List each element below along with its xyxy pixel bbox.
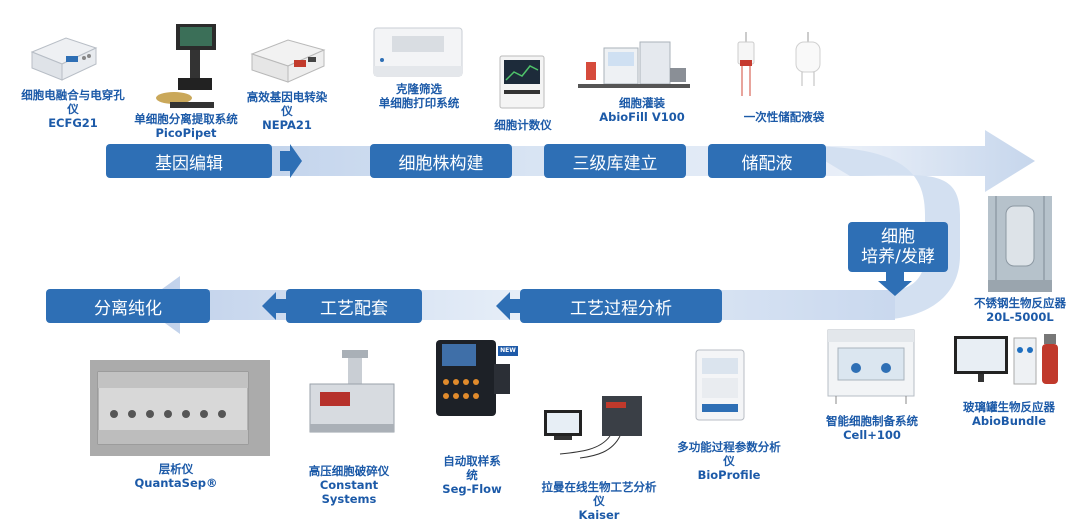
step-cell-line: 细胞株构建 <box>370 144 512 178</box>
bioprofile-caption-line1: 多功能过程参数分析 <box>677 440 781 454</box>
picopipet-caption-line1: 单细胞分离提取系统 <box>134 112 238 126</box>
cell-counter-device-image <box>499 55 545 109</box>
constant-systems-caption-line3: Systems <box>321 492 377 506</box>
step-culture: 细胞 培养/发酵 <box>848 222 948 272</box>
nepa21-caption: 高效基因电转染 仪 NEPA21 <box>236 90 338 132</box>
quantasep-caption-line1: 层析仪 <box>158 462 194 476</box>
storage-bag-caption-line1: 一次性储配液袋 <box>743 110 825 124</box>
bioprofile-caption: 多功能过程参数分析 仪 BioProfile <box>662 440 796 482</box>
cell-counter-caption-line1: 细胞计数仪 <box>494 118 552 132</box>
clone-printer-caption-line1: 克隆筛选 <box>396 82 442 96</box>
nepa21-caption-line2: 仪 <box>281 104 293 118</box>
segflow-caption: 自动取样系 统 Seg-Flow <box>424 454 520 496</box>
ecfg21-caption-line1: 细胞电融合与电穿孔 <box>21 88 125 102</box>
cell100-caption-line1: 智能细胞制备系统 <box>826 414 918 428</box>
cell100-caption: 智能细胞制备系统 Cell+100 <box>812 414 932 442</box>
step-purification: 分离纯化 <box>46 289 210 323</box>
constant-systems-caption-line1: 高压细胞破碎仪 <box>308 464 390 478</box>
storage-bag-caption: 一次性储配液袋 <box>732 110 836 124</box>
abiofill-caption: 细胞灌装 AbioFill V100 <box>590 96 694 124</box>
ecfg21-device-image <box>30 37 98 81</box>
kaiser-caption-line3: Kaiser <box>578 508 620 522</box>
clone-printer-caption-line2: 单细胞打印系统 <box>378 96 460 110</box>
abiofill-device-image <box>578 41 690 88</box>
steel-bioreactor-caption-line1: 不锈钢生物反应器 <box>974 296 1066 310</box>
culture-down-arrow-icon <box>878 270 912 296</box>
glass-bioreactor-image <box>954 334 1058 385</box>
cell-counter-caption: 细胞计数仪 <box>486 118 560 132</box>
step-bank: 三级库建立 <box>544 144 686 178</box>
segflow-caption-line1: 自动取样系 <box>443 454 501 468</box>
support-left-arrow-icon <box>262 292 286 320</box>
bioprofile-caption-line3: BioProfile <box>697 468 761 482</box>
bioprofile-device-image <box>695 349 745 421</box>
step-process-analysis: 工艺过程分析 <box>520 289 722 323</box>
constant-systems-device-image <box>309 350 395 433</box>
glass-bioreactor-caption-line2: AbioBundle <box>971 414 1047 428</box>
glass-bioreactor-caption: 玻璃罐生物反应器 AbioBundle <box>950 400 1068 428</box>
nepa21-device-image <box>250 39 326 83</box>
picopipet-device-image <box>156 24 216 108</box>
bioprofile-caption-line2: 仪 <box>723 454 735 468</box>
constant-systems-caption-line2: Constant <box>319 478 379 492</box>
picopipet-caption: 单细胞分离提取系统 PicoPipet <box>124 112 248 140</box>
ecfg21-caption-line3: ECFG21 <box>48 116 98 130</box>
step-media: 储配液 <box>708 144 826 178</box>
analysis-left-arrow-icon <box>496 292 520 320</box>
nepa21-caption-line1: 高效基因电转染 <box>246 90 328 104</box>
clone-printer-device-image <box>373 27 463 77</box>
quantasep-caption: 层析仪 QuantaSep® <box>126 462 226 490</box>
quantasep-device-image <box>90 360 270 456</box>
steel-bioreactor-caption-line2: 20L-5000L <box>986 310 1054 324</box>
abiofill-caption-line1: 细胞灌装 <box>619 96 665 110</box>
steel-bioreactor-caption: 不锈钢生物反应器 20L-5000L <box>962 296 1078 324</box>
kaiser-device-image <box>544 396 642 459</box>
step-gene-edit: 基因编辑 <box>106 144 272 178</box>
step-culture-line2: 培养/发酵 <box>861 247 935 267</box>
abiofill-caption-line2: AbioFill V100 <box>599 110 685 124</box>
new-badge: NEW <box>498 346 518 356</box>
constant-systems-caption: 高压细胞破碎仪 Constant Systems <box>294 464 404 506</box>
segflow-caption-line2: 统 <box>466 468 478 482</box>
step-culture-line1: 细胞 <box>881 227 915 247</box>
cell100-device-image <box>827 329 915 404</box>
kaiser-caption-line1: 拉曼在线生物工艺分析 <box>541 480 657 494</box>
step-process-support: 工艺配套 <box>286 289 422 323</box>
steel-bioreactor-image <box>988 196 1052 292</box>
gene-edit-arrow-icon <box>280 144 302 178</box>
segflow-caption-line3: Seg-Flow <box>442 482 502 496</box>
kaiser-caption: 拉曼在线生物工艺分析 仪 Kaiser <box>524 480 674 522</box>
kaiser-caption-line2: 仪 <box>593 494 605 508</box>
picopipet-caption-line2: PicoPipet <box>155 126 217 140</box>
quantasep-caption-line2: QuantaSep® <box>134 476 218 490</box>
storage-bag-image <box>737 32 821 96</box>
cell100-caption-line2: Cell+100 <box>843 428 901 442</box>
segflow-device-image <box>436 340 510 416</box>
nepa21-caption-line3: NEPA21 <box>262 118 312 132</box>
ecfg21-caption: 细胞电融合与电穿孔 仪 ECFG21 <box>6 88 140 130</box>
glass-bioreactor-caption-line1: 玻璃罐生物反应器 <box>963 400 1055 414</box>
ecfg21-caption-line2: 仪 <box>67 102 79 116</box>
clone-printer-caption: 克隆筛选 单细胞打印系统 <box>364 82 474 110</box>
